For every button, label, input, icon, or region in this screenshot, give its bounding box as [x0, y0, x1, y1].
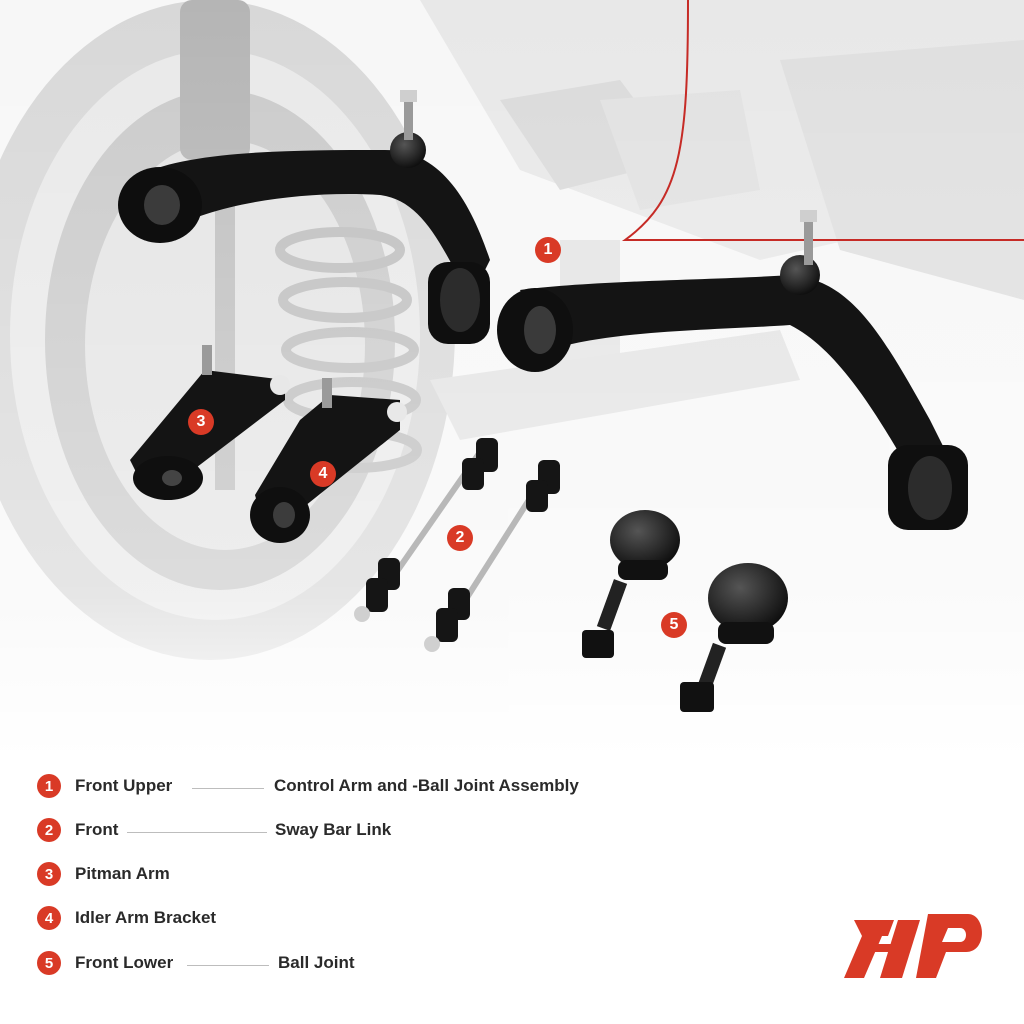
legend-row-4: 4 Idler Arm Bracket — [37, 904, 737, 934]
callout-4: 4 — [310, 461, 336, 487]
legend-description: Ball Joint — [278, 953, 355, 972]
legend-label: Idler Arm Bracket — [75, 908, 217, 927]
callout-3: 3 — [188, 409, 214, 435]
upper-control-arm-right — [497, 210, 968, 530]
legend-rule — [187, 965, 269, 966]
legend-row-2: 2 Front Sway Bar Link — [37, 816, 737, 846]
lower-ball-joint-2 — [680, 563, 788, 712]
legend-row-1: 1 Front Upper Control Arm and -Ball Join… — [37, 772, 737, 802]
legend-label: Front Upper — [75, 776, 173, 795]
suspension-parts-scene — [0, 0, 1024, 760]
lower-ball-joint-1 — [582, 510, 680, 658]
legend-rule — [192, 788, 264, 789]
legend-badge: 5 — [37, 951, 61, 975]
legend-rule — [127, 832, 267, 833]
legend-badge: 2 — [37, 818, 61, 842]
sway-bar-link-1 — [354, 438, 498, 622]
callout-2: 2 — [447, 525, 473, 551]
legend-row-3: 3 Pitman Arm — [37, 860, 737, 890]
brand-logo-icon — [844, 914, 982, 978]
legend-label: Front Lower — [75, 953, 174, 972]
sway-bar-link-2 — [424, 460, 560, 652]
highlight-curve — [621, 0, 1024, 241]
callout-5: 5 — [661, 612, 687, 638]
callout-1: 1 — [535, 237, 561, 263]
idler-arm-bracket — [250, 378, 407, 543]
legend-label: Pitman Arm — [75, 864, 170, 883]
legend-description: Sway Bar Link — [275, 820, 392, 839]
legend-label: Front — [75, 820, 119, 839]
legend-badge: 4 — [37, 906, 61, 930]
legend-row-5: 5 Front Lower Ball Joint — [37, 949, 737, 979]
upper-control-arm-left — [118, 90, 490, 344]
legend-badge: 3 — [37, 862, 61, 886]
legend-badge: 1 — [37, 774, 61, 798]
legend-description: Control Arm and -Ball Joint Assembly — [274, 776, 579, 795]
